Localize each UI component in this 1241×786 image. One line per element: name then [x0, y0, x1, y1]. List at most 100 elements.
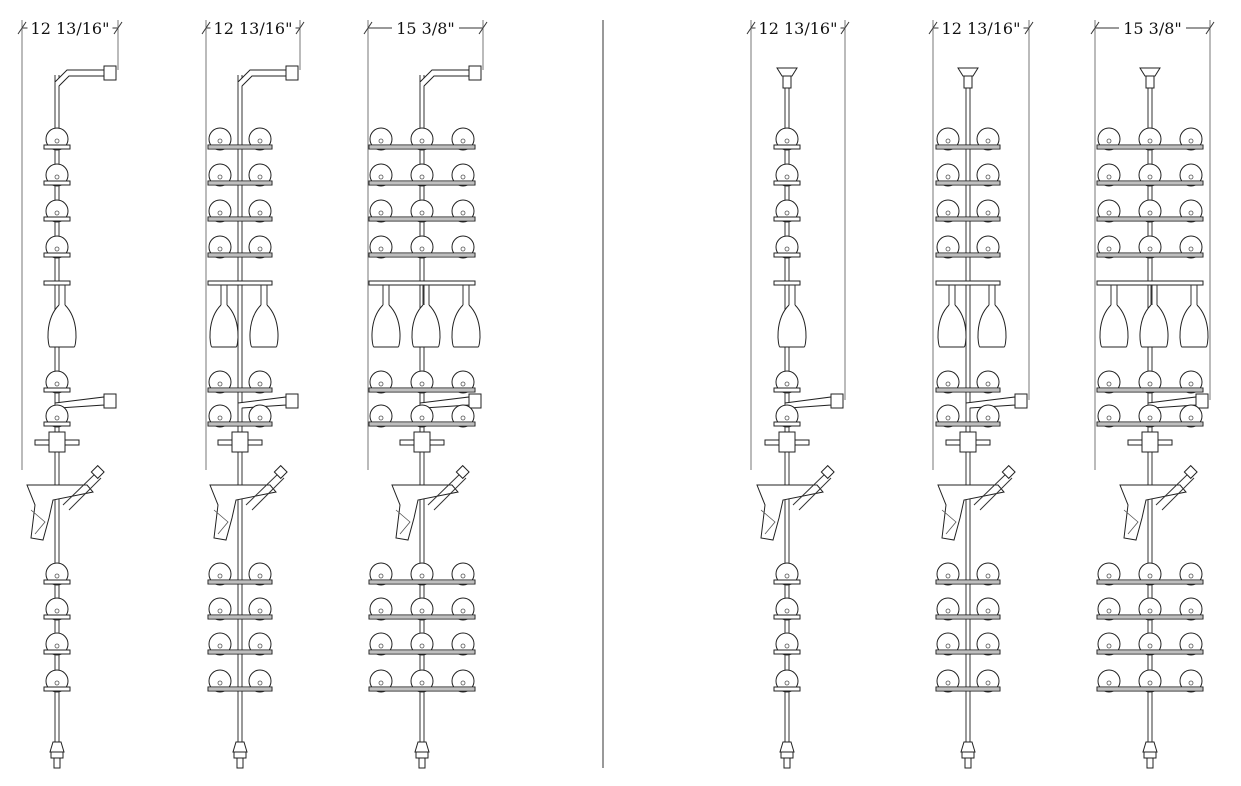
dimension-label-bg [210, 18, 296, 38]
dimension-label: 12 13/16" [942, 19, 1021, 38]
bottle-neck [257, 138, 263, 144]
bottle-neck [945, 138, 951, 144]
dimension-annotation: 15 3/8" [363, 18, 488, 470]
bottle-neck [1147, 246, 1153, 252]
cradle-bar [43, 686, 71, 692]
bottle-neck [419, 381, 425, 387]
foot-pad [418, 757, 426, 769]
bottle-row [43, 404, 71, 428]
bottle-neck [54, 573, 60, 579]
bottle-neck [257, 246, 263, 252]
dimension-annotation: 12 13/16" [746, 18, 850, 470]
bottle-row [773, 669, 801, 693]
foot-base [233, 751, 247, 759]
cradle-bar [773, 252, 801, 258]
bottle-display-cradle [1119, 464, 1198, 541]
bottle-neck [784, 643, 790, 649]
bottle-neck [460, 643, 466, 649]
bottle-neck [217, 573, 223, 579]
bottle-row [773, 199, 801, 223]
foot-base [415, 751, 429, 759]
wine-glass [977, 285, 1007, 348]
wall-flange-top [468, 65, 482, 81]
bottle-row [207, 562, 273, 586]
ceiling-flange [1139, 67, 1161, 77]
cradle-bar [773, 387, 801, 393]
glass-bowl [371, 304, 401, 348]
bottle-row [773, 562, 801, 586]
glass-hanger-bar [935, 280, 1001, 286]
bottle-neck [54, 680, 60, 686]
bottle-row [1096, 163, 1204, 187]
bottle-neck [1188, 415, 1194, 421]
ceiling-flange [957, 67, 979, 77]
cradle-bar [773, 180, 801, 186]
bottle-row [368, 562, 476, 586]
bottle-row [773, 127, 801, 151]
bottle-neck [1106, 246, 1112, 252]
bottle-neck [945, 381, 951, 387]
display-bottle-top [62, 471, 98, 506]
bottle-neck [54, 381, 60, 387]
foot-collar [49, 741, 65, 753]
dimension-label: 12 13/16" [31, 19, 110, 38]
wine-glass [411, 285, 441, 348]
wall-flange-mid [830, 393, 844, 409]
wall-flange-mid [1014, 393, 1028, 409]
display-brace [941, 509, 957, 535]
foot-collar [1142, 741, 1158, 753]
display-bottle-bottom [68, 477, 102, 511]
bottle-neck [1106, 643, 1112, 649]
display-bracket [26, 484, 94, 541]
bottle-neck [54, 643, 60, 649]
bottle-neck [1106, 381, 1112, 387]
bottle-row [368, 163, 476, 187]
bottle-neck [1106, 573, 1112, 579]
wall-flange-mid [468, 393, 482, 409]
tray-hub [231, 431, 249, 453]
bottle-neck [1188, 573, 1194, 579]
bottle-neck [945, 415, 951, 421]
foot-collar [414, 741, 430, 753]
bottle-neck [945, 246, 951, 252]
glass-hanger-bar [368, 280, 476, 286]
bottle-row [773, 370, 801, 394]
dimension-label: 12 13/16" [759, 19, 838, 38]
bottle-neck [1106, 138, 1112, 144]
rack-6: 15 3/8" [1090, 18, 1215, 769]
bottle-neck [985, 415, 991, 421]
dimension-label-bg [938, 18, 1024, 38]
bottle-display-cradle [937, 464, 1016, 541]
tray-hub [413, 431, 431, 453]
bottle-row [935, 199, 1001, 223]
bottle-neck [1188, 608, 1194, 614]
bottle-neck [1106, 608, 1112, 614]
wine-glass [451, 285, 481, 348]
bottle-row [207, 632, 273, 656]
bottle-neck [460, 573, 466, 579]
bottle-neck [257, 381, 263, 387]
glass-bowl [47, 304, 77, 348]
glass-bowl [249, 304, 279, 348]
bottle-neck [54, 174, 60, 180]
bottle-row [43, 163, 71, 187]
wine-glass [371, 285, 401, 348]
bottle-row [1096, 370, 1204, 394]
cradle-bar [773, 686, 801, 692]
bottle-row [43, 669, 71, 693]
wall-flange-top [103, 65, 117, 81]
bottle-row [368, 199, 476, 223]
cradle-bar [43, 144, 71, 150]
bottle-neck [1147, 680, 1153, 686]
foot-pad [964, 757, 972, 769]
dimension-label: 12 13/16" [214, 19, 293, 38]
foot-pad [236, 757, 244, 769]
wall-flange-mid [1195, 393, 1209, 409]
glass-hanger-bar [207, 280, 273, 286]
wine-glass [1179, 285, 1209, 348]
foot-collar [960, 741, 976, 753]
bottle-display-cradle [756, 464, 835, 541]
bottle-row [1096, 669, 1204, 693]
display-bottle-bottom [798, 477, 832, 511]
cradle-bar [773, 579, 801, 585]
